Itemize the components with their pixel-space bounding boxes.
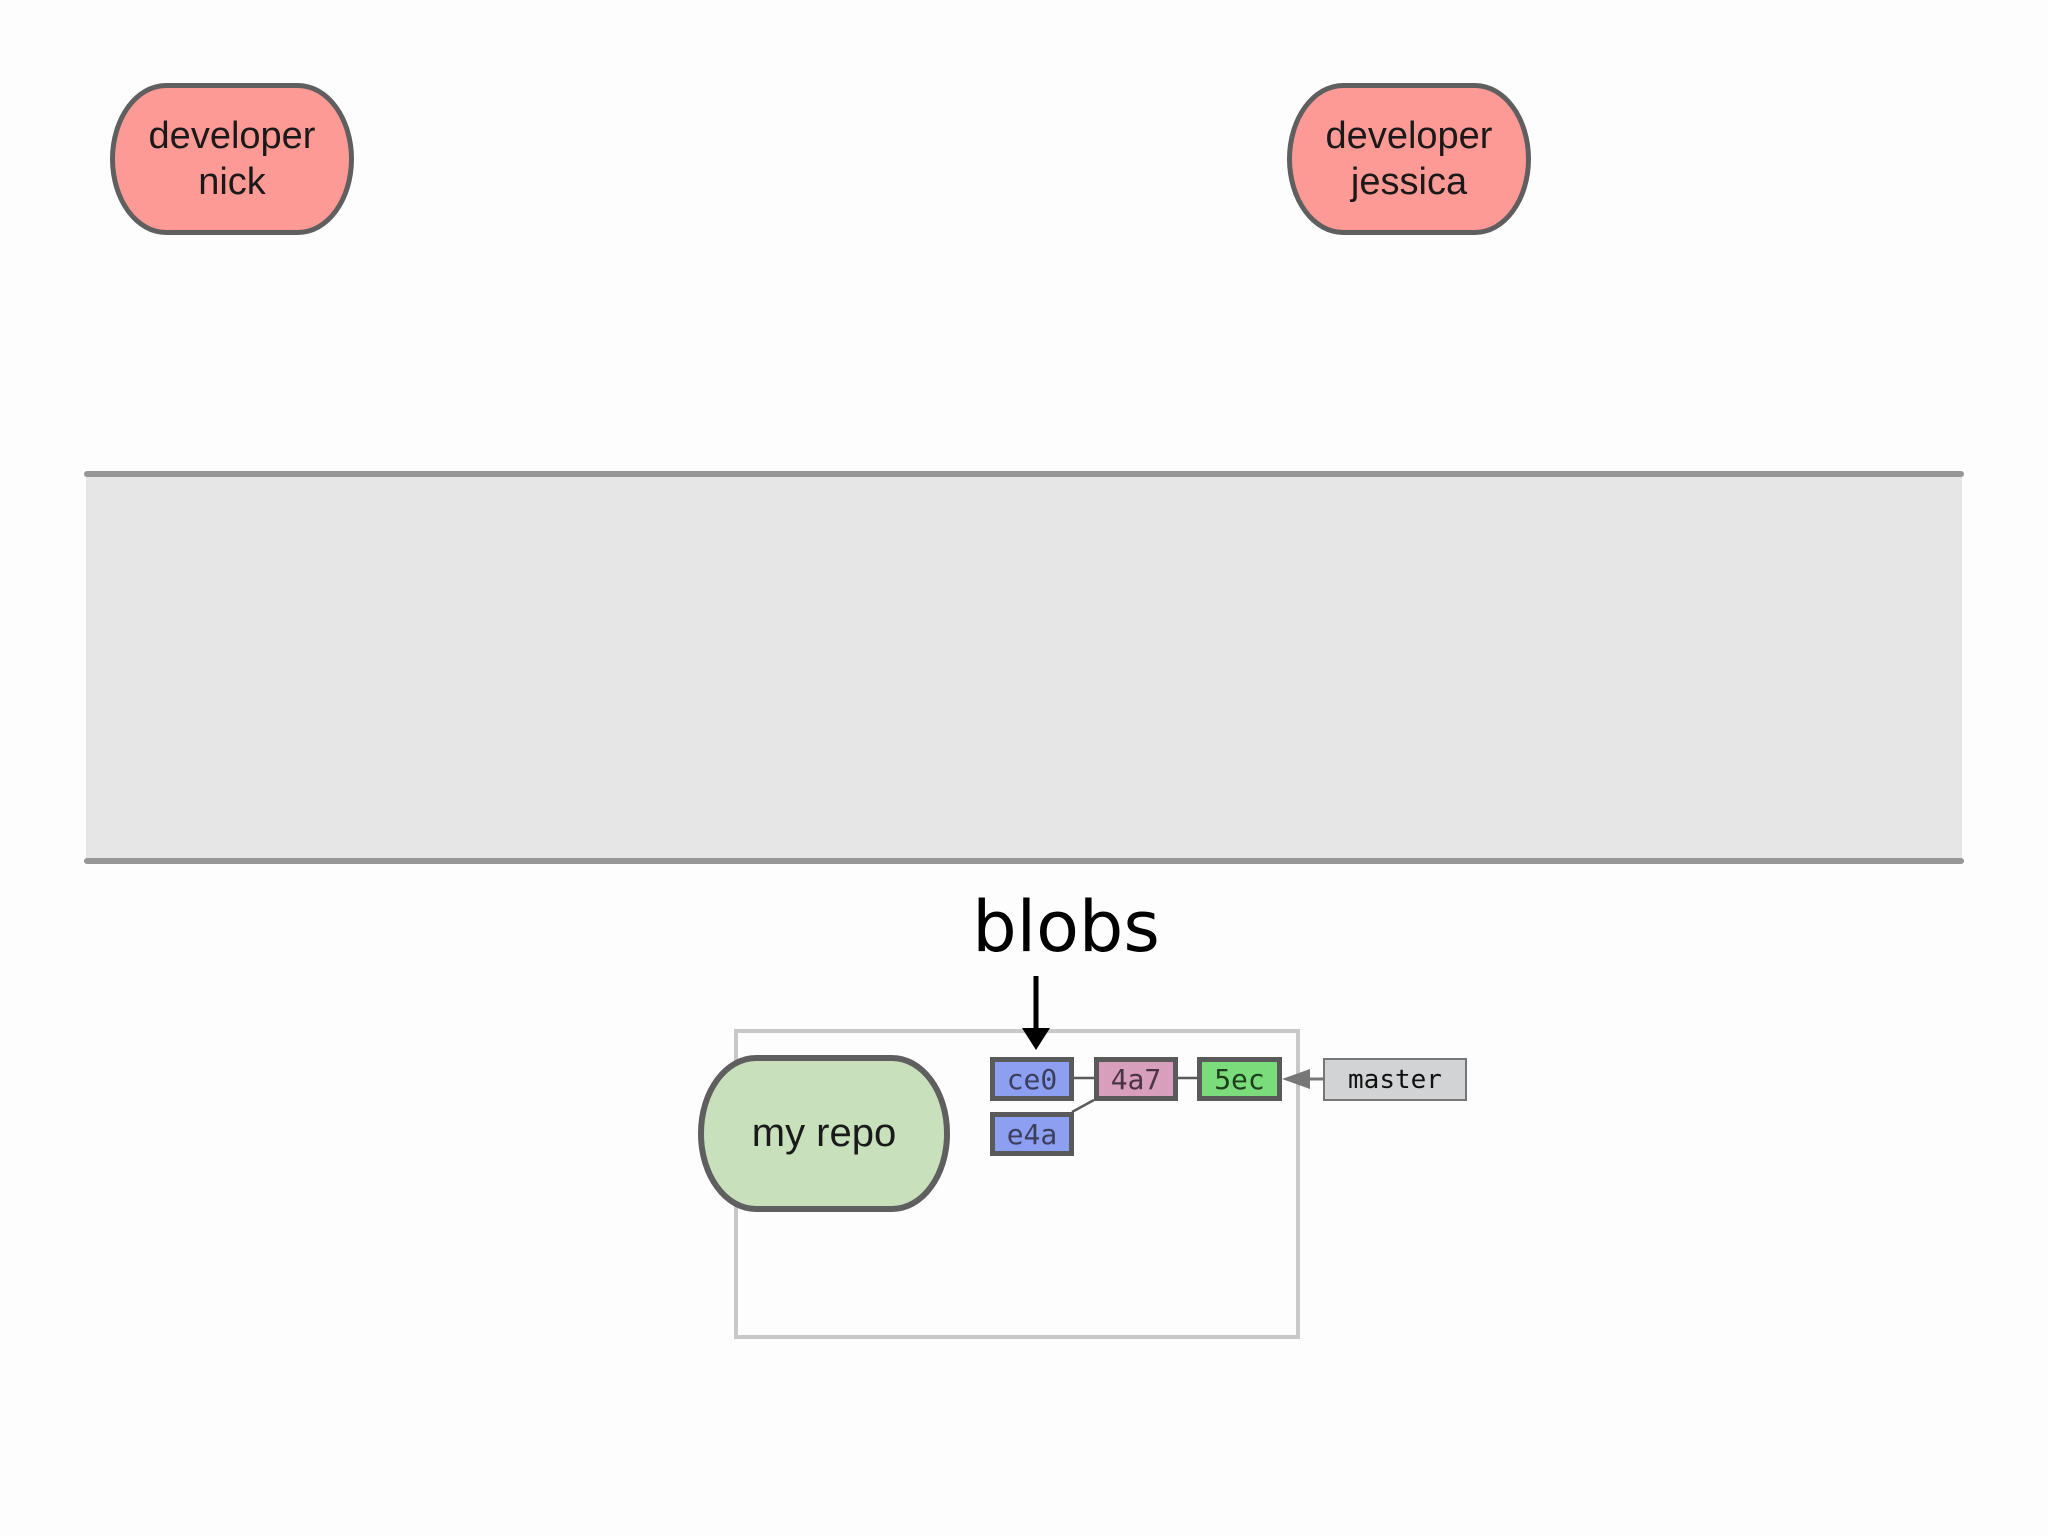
- blob-ce0-label: ce0: [1006, 1062, 1058, 1096]
- blob-e4a: e4a: [990, 1112, 1074, 1156]
- my-repo-node: my repo: [698, 1055, 950, 1212]
- my-repo-label: my repo: [751, 1111, 897, 1155]
- network-band-bottom-border: [84, 858, 1964, 864]
- developer-nick-line2: nick: [198, 161, 266, 203]
- developer-nick-node: developer nick: [110, 83, 354, 235]
- developer-jessica-line1: developer: [1325, 115, 1493, 157]
- tree-4a7-label: 4a7: [1110, 1062, 1162, 1096]
- developer-jessica-line2: jessica: [1350, 161, 1468, 203]
- blob-e4a-label: e4a: [1006, 1117, 1058, 1151]
- network-band: [86, 474, 1962, 861]
- developer-nick-line1: developer: [148, 115, 316, 157]
- branch-master: master: [1323, 1058, 1467, 1101]
- developer-jessica-node: developer jessica: [1287, 83, 1531, 235]
- tree-4a7: 4a7: [1094, 1057, 1178, 1101]
- commit-5ec: 5ec: [1197, 1057, 1282, 1101]
- network-band-top-border: [84, 471, 1964, 477]
- blob-ce0: ce0: [990, 1057, 1074, 1101]
- branch-master-label: master: [1348, 1064, 1442, 1095]
- blobs-label: blobs: [972, 886, 1160, 968]
- commit-5ec-label: 5ec: [1214, 1062, 1265, 1096]
